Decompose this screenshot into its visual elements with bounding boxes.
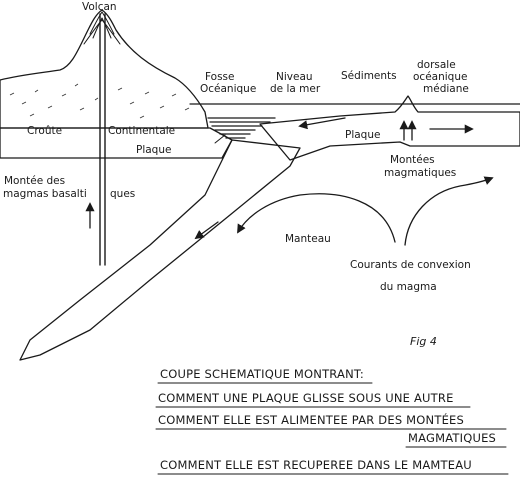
plate-motion-arrow-left <box>298 117 346 130</box>
caption: COUPE SCHEMATIQUE MONTRANT: COMMENT UNE … <box>155 367 509 475</box>
label-du-magma: du magma <box>380 281 437 293</box>
label-oceanique-dorsale: océanique <box>413 71 467 83</box>
sediments <box>207 117 276 139</box>
label-courants: Courants de convexion <box>350 259 471 271</box>
oceanic-plate-right <box>259 95 520 161</box>
label-magmatiques: magmatiques <box>384 167 456 179</box>
label-montees: Montées <box>390 154 435 166</box>
crust-texture <box>9 83 190 119</box>
slab-motion-arrow <box>194 221 219 240</box>
label-ques: ques <box>110 188 135 200</box>
caption-line-4: COMMENT ELLE EST RECUPEREE DANS LE MAMTE… <box>160 458 472 472</box>
convection-current-left <box>237 193 396 243</box>
volcano-cone <box>83 11 121 45</box>
label-manteau: Manteau <box>285 233 331 245</box>
figure-number: Fig 4 <box>410 335 437 348</box>
label-croute: Croûte <box>27 125 62 137</box>
continental-crust <box>0 9 209 129</box>
label-fosse: Fosse <box>205 71 235 83</box>
label-mediane: médiane <box>423 83 469 95</box>
label-niveau: Niveau <box>276 71 313 83</box>
label-oceanique: Océanique <box>200 83 256 95</box>
label-dorsale: dorsale <box>417 59 456 71</box>
label-de-la-mer: de la mer <box>270 83 321 95</box>
caption-line-3a: COMMENT ELLE EST ALIMENTEE PAR DES MONTÉ… <box>158 412 464 427</box>
convection-current-right <box>404 176 494 246</box>
subducting-slab <box>19 139 301 361</box>
label-continentale: Continentale <box>108 125 175 137</box>
label-magmas-basalti: magmas basalti <box>3 188 87 200</box>
label-sediments: Sédiments <box>341 70 397 82</box>
ridge-upwelling <box>399 120 417 141</box>
label-volcan: Volcan <box>82 1 117 13</box>
caption-line-2: COMMENT UNE PLAQUE GLISSE SOUS UNE AUTRE <box>158 391 454 405</box>
caption-line-3b: MAGMATIQUES <box>408 431 496 445</box>
label-plaque-left: Plaque <box>136 144 171 156</box>
caption-line-1: COUPE SCHEMATIQUE MONTRANT: <box>160 367 364 381</box>
label-plaque-right: Plaque <box>345 129 380 141</box>
label-montee-des: Montée des <box>4 175 65 187</box>
